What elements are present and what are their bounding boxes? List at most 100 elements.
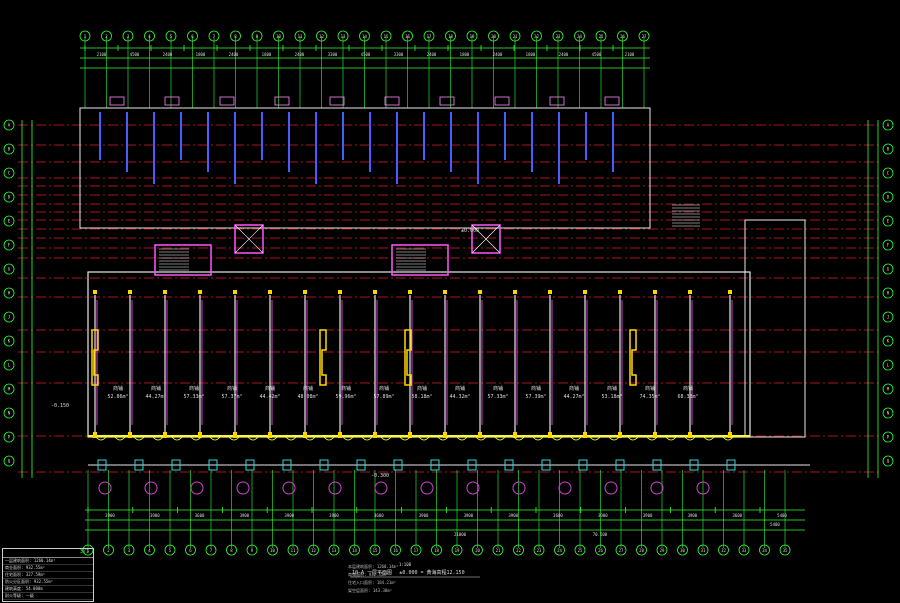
axis-bubble-left bbox=[3, 407, 15, 419]
axis-bubble-left bbox=[3, 167, 15, 179]
dimension-text-bottom: 3900 bbox=[240, 513, 250, 518]
dimension-text-bottom: 3600 bbox=[374, 513, 384, 518]
axis-bubble-top bbox=[316, 30, 327, 42]
axis-bubble-label: 7 bbox=[213, 34, 216, 39]
axis-bubble-label: 19 bbox=[455, 548, 460, 553]
door-swing bbox=[285, 436, 297, 441]
feature-wall bbox=[319, 329, 327, 386]
dimension-text-bottom: 3600 bbox=[732, 513, 742, 518]
axis-bubble-top bbox=[466, 30, 478, 42]
column bbox=[618, 432, 622, 438]
axis-bubble-label: 9 bbox=[256, 34, 259, 39]
detail-tag bbox=[98, 481, 112, 495]
column bbox=[163, 432, 167, 438]
axis-bubble-top bbox=[251, 30, 263, 42]
axis-bubble-left bbox=[3, 311, 15, 323]
axis-bubble-right bbox=[882, 119, 894, 131]
door-swing bbox=[190, 436, 202, 441]
axis-bubble-top bbox=[380, 30, 392, 42]
axis-bubble-label: 17 bbox=[427, 34, 432, 39]
column bbox=[728, 290, 732, 294]
room-area: 44.42m² bbox=[259, 394, 280, 400]
detail-tag bbox=[696, 481, 710, 495]
axis-bubble-label: 9 bbox=[251, 548, 254, 553]
dimension-text-top: 2400 bbox=[163, 52, 173, 57]
door-swing bbox=[399, 436, 411, 441]
room-area: 44.27m² bbox=[563, 394, 584, 400]
stair-core bbox=[391, 244, 449, 276]
axis-bubble-bottom bbox=[123, 544, 135, 556]
axis-bubble-label: P bbox=[887, 435, 890, 440]
area-note: 商铺面积: 932.55m² bbox=[348, 572, 389, 577]
room-label: 商铺 bbox=[227, 385, 237, 392]
axis-bubble-right bbox=[882, 359, 894, 371]
axis-bubble-bottom bbox=[308, 544, 319, 556]
column bbox=[548, 290, 552, 294]
room-label: 商铺 bbox=[607, 385, 617, 392]
detail-tag bbox=[466, 481, 480, 495]
window-box bbox=[430, 459, 440, 471]
axis-bubble-label: 8 bbox=[234, 34, 237, 39]
column bbox=[583, 290, 587, 294]
detail-tag bbox=[604, 481, 618, 495]
elevator-shaft bbox=[471, 224, 501, 254]
stair-cores bbox=[154, 204, 700, 276]
column bbox=[408, 290, 412, 294]
dimension-text-top: 2400 bbox=[493, 52, 503, 57]
legend-table: 3/1 一层建筑面积: 1260.14m² 商业面积: 932.55m² 住宅面… bbox=[2, 548, 94, 602]
door-swing bbox=[133, 436, 145, 441]
column bbox=[688, 290, 692, 294]
column bbox=[303, 432, 307, 438]
axis-bubble-bottom bbox=[677, 544, 688, 556]
axis-bubble-top bbox=[359, 30, 370, 42]
axis-bubble-bottom bbox=[226, 544, 237, 556]
room-label: 商铺 bbox=[303, 385, 313, 392]
axis-bubble-label: G bbox=[887, 267, 890, 272]
axis-bubble-top bbox=[402, 30, 413, 42]
axis-bubble-right bbox=[882, 143, 894, 155]
door-swing bbox=[627, 436, 639, 441]
column bbox=[618, 290, 622, 294]
room-label: 商铺 bbox=[645, 385, 655, 392]
dimension-text-overall: 21000 bbox=[454, 532, 467, 537]
door-swing bbox=[475, 436, 487, 441]
door-swing bbox=[266, 436, 278, 441]
axis-bubble-left bbox=[3, 143, 15, 155]
axis-bubble-label: 16 bbox=[393, 548, 398, 553]
window-box bbox=[652, 459, 662, 471]
elevator-shaft bbox=[234, 224, 264, 254]
door-swing bbox=[456, 436, 468, 441]
level-mark: -0.300 bbox=[371, 473, 389, 479]
axis-bubble-label: 6 bbox=[191, 34, 194, 39]
axis-bubble-right bbox=[882, 191, 894, 203]
axis-bubble-top bbox=[445, 30, 456, 42]
axis-bubble-bottom bbox=[615, 544, 627, 556]
axis-bubble-label: 1 bbox=[87, 548, 90, 553]
column bbox=[373, 290, 377, 294]
axis-bubble-label: 23 bbox=[556, 34, 561, 39]
column bbox=[513, 432, 517, 438]
column bbox=[653, 432, 657, 438]
column bbox=[93, 290, 97, 294]
axis-bubble-left bbox=[3, 191, 15, 203]
axis-bubble-right bbox=[882, 311, 894, 323]
axis-bubble-bottom bbox=[451, 544, 463, 556]
axis-bubble-top bbox=[423, 30, 435, 42]
axis-bubble-label: C bbox=[887, 171, 890, 176]
door-swing bbox=[247, 436, 259, 441]
dimension-text-top: 4500 bbox=[592, 52, 602, 57]
axis-bubble-top bbox=[208, 30, 220, 42]
room-label: 商铺 bbox=[113, 385, 123, 392]
dimension-text-bottom: 5400 bbox=[777, 513, 787, 518]
window-box bbox=[615, 459, 625, 471]
axis-bubble-bottom bbox=[718, 544, 729, 556]
detail-tag bbox=[512, 481, 526, 495]
room-area: 52.86m² bbox=[107, 394, 128, 400]
axis-bubble-label: 5 bbox=[169, 548, 172, 553]
axis-bubble-label: N bbox=[8, 411, 11, 416]
dimension-text-bottom: 3900 bbox=[598, 513, 608, 518]
axis-bubble-top bbox=[509, 30, 521, 42]
door-swing bbox=[342, 436, 354, 441]
axis-bubble-right bbox=[882, 239, 894, 251]
